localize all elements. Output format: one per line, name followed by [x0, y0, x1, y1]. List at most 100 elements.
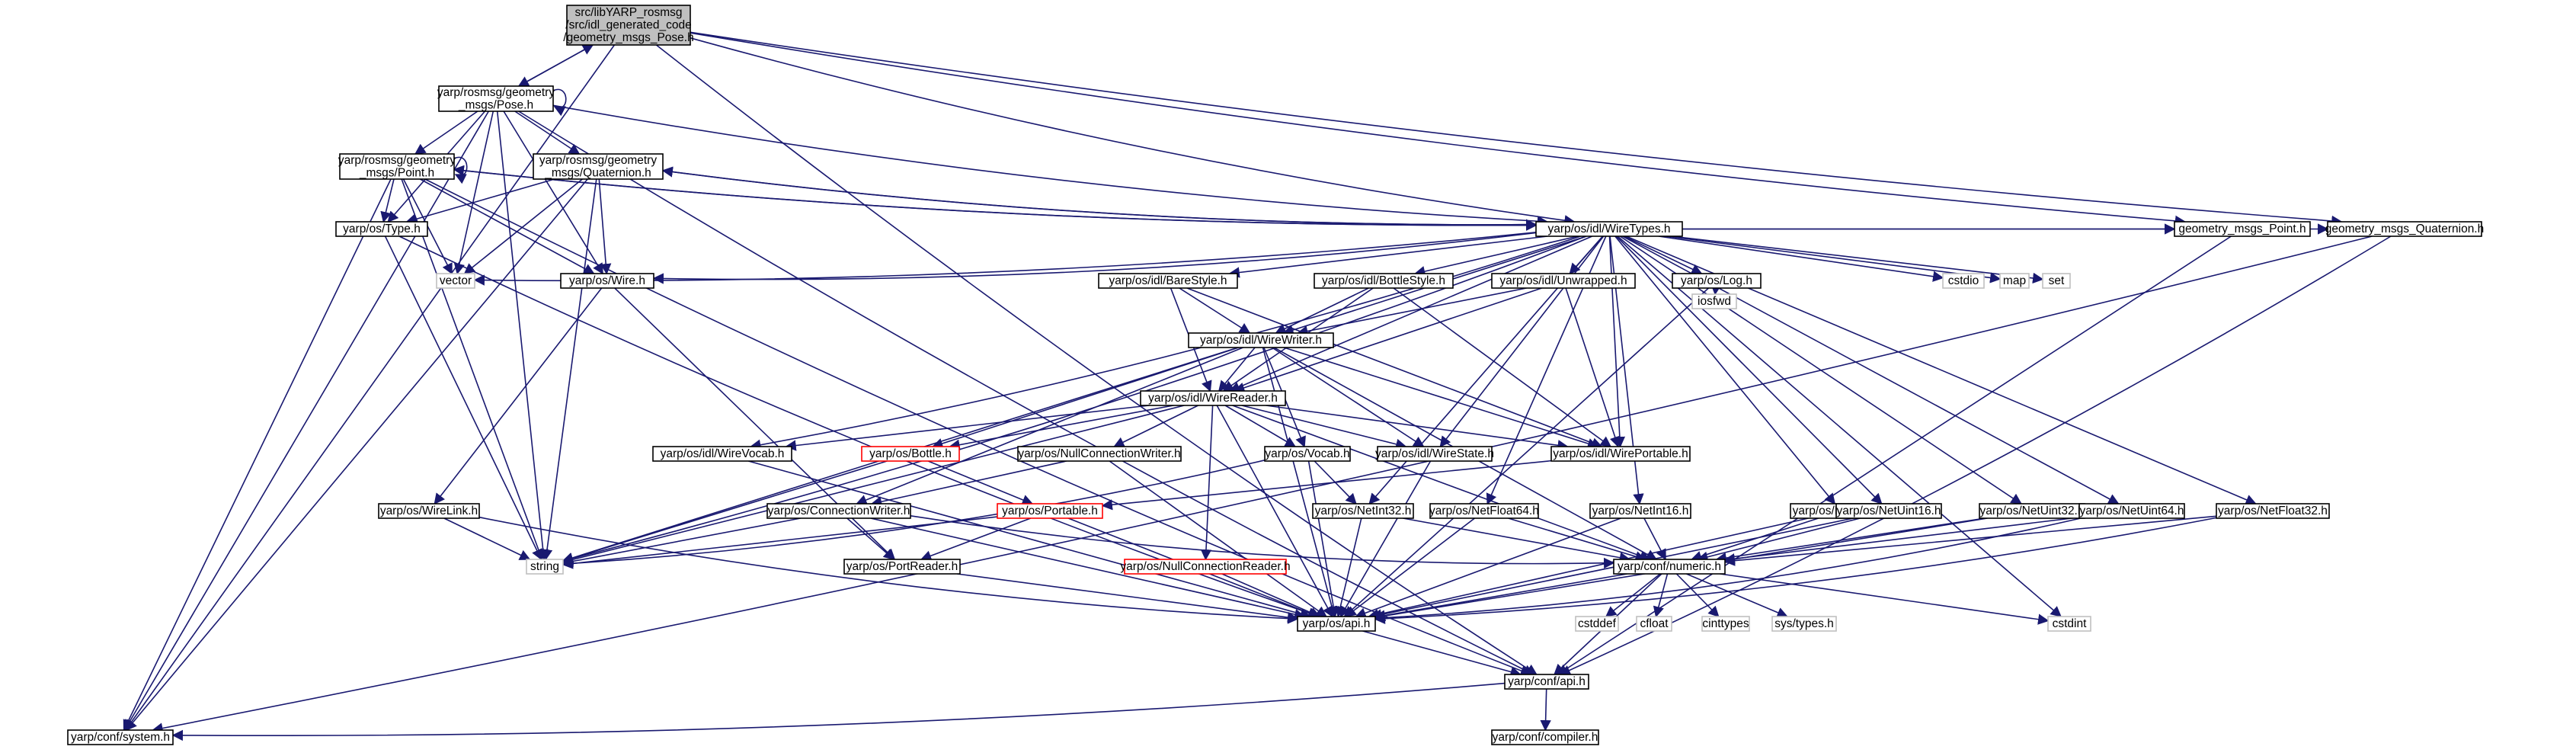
node-box-pose — [438, 85, 554, 112]
node-label-cinttypes: cinttypes — [1702, 617, 1749, 630]
node-wirewriter[interactable]: yarp/os/idl/WireWriter.h — [1188, 332, 1334, 348]
edge-root-to-wiretypes — [690, 37, 1576, 226]
node-point[interactable]: yarp/rosmsg/geometry_msgs/Point.h — [338, 153, 456, 180]
edge-wirewriter-to-wireportable — [1283, 347, 1599, 449]
node-log[interactable]: yarp/os/Log.h — [1672, 273, 1762, 289]
node-box-wirevocab — [652, 446, 792, 462]
edge-pose-to-wire — [503, 111, 603, 275]
node-cstdio[interactable]: cstdio — [1942, 273, 1985, 289]
node-map[interactable]: map — [1999, 273, 2030, 289]
node-box-numeric — [1613, 559, 1726, 575]
node-label-compiler: yarp/conf/compiler.h — [1493, 731, 1598, 744]
edge-netint16-to-numeric — [1643, 517, 1666, 561]
edge-confapi-to-system — [171, 682, 1506, 742]
edge-portable-to-string — [562, 516, 998, 569]
node-wirereader[interactable]: yarp/os/idl/WireReader.h — [1140, 390, 1286, 406]
node-wireportable[interactable]: yarp/os/idl/WirePortable.h — [1550, 446, 1691, 462]
node-netint16[interactable]: yarp/os/NetInt16.h — [1589, 503, 1691, 519]
edge-netint16-to-osapi — [1355, 517, 1621, 619]
node-compiler[interactable]: yarp/conf/compiler.h — [1491, 729, 1599, 745]
node-systypes[interactable]: sys/types.h — [1771, 616, 1837, 632]
edge-pose-to-wiretypes — [552, 104, 1549, 227]
edge-wiretypes-to-wirestate — [1439, 235, 1605, 448]
node-box-bottle — [861, 446, 960, 462]
node-box-root — [566, 5, 691, 46]
node-cstddef[interactable]: cstddef — [1575, 616, 1619, 632]
edge-numeric-to-cfloat — [1653, 573, 1669, 618]
node-bottlestyle[interactable]: yarp/os/idl/BottleStyle.h — [1314, 273, 1454, 289]
node-wiretypes[interactable]: yarp/os/idl/WireTypes.h — [1535, 221, 1683, 237]
node-vocab[interactable]: yarp/os/Vocab.h — [1264, 446, 1351, 462]
node-box-osapi — [1297, 616, 1376, 632]
node-wirevocab[interactable]: yarp/os/idl/WireVocab.h — [652, 446, 792, 462]
edge-wire-to-portreader — [614, 287, 896, 561]
edge-netint32-to-numeric — [1403, 517, 1631, 563]
edge-portreader-to-osapi — [957, 573, 1299, 623]
node-portable[interactable]: yarp/os/Portable.h — [997, 503, 1103, 519]
edge-quat-to-vector — [463, 178, 583, 274]
node-vector[interactable]: vector — [436, 273, 475, 289]
node-wirelink[interactable]: yarp/os/WireLink.h — [378, 503, 480, 519]
node-box-iosfwd — [1691, 293, 1737, 309]
edge-wirelink-to-string — [443, 517, 531, 560]
node-confapi[interactable]: yarp/conf/api.h — [1504, 674, 1589, 690]
node-box-wiretypes — [1535, 221, 1683, 237]
edge-wirereader-to-bottle — [949, 405, 1174, 450]
edge-netuint16-to-osapi — [1371, 517, 1854, 620]
node-string[interactable]: string — [526, 559, 564, 575]
node-set[interactable]: set — [2042, 273, 2071, 289]
edge-numeric-to-cstddef — [1605, 573, 1661, 617]
edge-netfloat32-to-osapi — [1374, 517, 2217, 624]
node-osapi[interactable]: yarp/os/api.h — [1297, 616, 1376, 632]
node-unwrapped[interactable]: yarp/os/idl/Unwrapped.h — [1491, 273, 1636, 289]
node-label-connwriter: yarp/os/ConnectionWriter.h — [768, 505, 910, 517]
node-box-netuint16 — [1835, 503, 1942, 519]
node-netuint32[interactable]: yarp/os/NetUint32.h — [1979, 503, 2085, 519]
node-box-netfloat32 — [2216, 503, 2330, 519]
node-wirestate[interactable]: yarp/os/idl/WireState.h — [1375, 446, 1494, 462]
node-box-gmpoint — [2174, 221, 2311, 237]
node-portreader[interactable]: yarp/os/PortReader.h — [843, 559, 961, 575]
edge-netint64-to-osapi — [1368, 517, 1809, 620]
dependency-edges — [123, 31, 2392, 742]
edge-gmquat-to-system — [152, 235, 2373, 734]
node-quat[interactable]: yarp/rosmsg/geometry_msgs/Quaternion.h — [533, 153, 664, 180]
node-netfloat64[interactable]: yarp/os/NetFloat64.h — [1429, 503, 1539, 519]
node-nullconnwriter[interactable]: yarp/os/NullConnectionWriter.h — [1017, 446, 1182, 462]
node-netuint64[interactable]: yarp/os/NetUint64.h — [2078, 503, 2185, 519]
node-box-netfloat64 — [1429, 503, 1539, 519]
node-netuint16[interactable]: yarp/os/NetUint16.h — [1835, 503, 1942, 519]
edge-quat-to-system — [126, 178, 588, 732]
node-box-map — [1999, 273, 2030, 289]
node-pose[interactable]: yarp/rosmsg/geometry_msgs/Pose.h — [437, 85, 555, 112]
edge-vocab-to-osapi — [1307, 460, 1339, 618]
node-numeric[interactable]: yarp/conf/numeric.h — [1613, 559, 1726, 575]
node-label-cfloat: cfloat — [1640, 617, 1669, 630]
node-type[interactable]: yarp/os/Type.h — [335, 221, 428, 237]
node-box-systypes — [1771, 616, 1837, 632]
node-label-systypes: sys/types.h — [1774, 617, 1834, 630]
node-netint32[interactable]: yarp/os/NetInt32.h — [1312, 503, 1414, 519]
node-box-cstddef — [1575, 616, 1619, 632]
edge-netuint32-to-numeric — [1715, 517, 1986, 564]
node-connwriter[interactable]: yarp/os/ConnectionWriter.h — [766, 503, 911, 519]
edge-wiretypes-to-netint64 — [1614, 235, 1836, 505]
node-bottle[interactable]: yarp/os/Bottle.h — [861, 446, 960, 462]
node-box-barestyle — [1098, 273, 1238, 289]
node-netfloat32[interactable]: yarp/os/NetFloat32.h — [2216, 503, 2330, 519]
node-cinttypes[interactable]: cinttypes — [1701, 616, 1750, 632]
node-cstdint[interactable]: cstdint — [2047, 616, 2091, 632]
node-nullconnreader[interactable]: yarp/os/NullConnectionReader.h — [1120, 559, 1291, 575]
node-root[interactable]: src/libYARP_rosmsg/src/idl_generated_cod… — [563, 5, 694, 46]
node-gmpoint[interactable]: geometry_msgs_Point.h — [2174, 221, 2311, 237]
node-cfloat[interactable]: cfloat — [1636, 616, 1672, 632]
node-wire[interactable]: yarp/os/Wire.h — [560, 273, 654, 289]
node-label-netint32: yarp/os/NetInt32.h — [1315, 505, 1412, 517]
node-iosfwd[interactable]: iosfwd — [1691, 293, 1737, 309]
node-gmquat[interactable]: geometry_msgs_Quaternion.h — [2325, 221, 2485, 237]
edge-pose-to-string — [496, 111, 549, 561]
node-barestyle[interactable]: yarp/os/idl/BareStyle.h — [1098, 273, 1238, 289]
node-system[interactable]: yarp/conf/system.h — [67, 729, 174, 745]
edge-log-to-iosfwd — [1710, 284, 1722, 296]
node-label-numeric: yarp/conf/numeric.h — [1618, 560, 1721, 573]
